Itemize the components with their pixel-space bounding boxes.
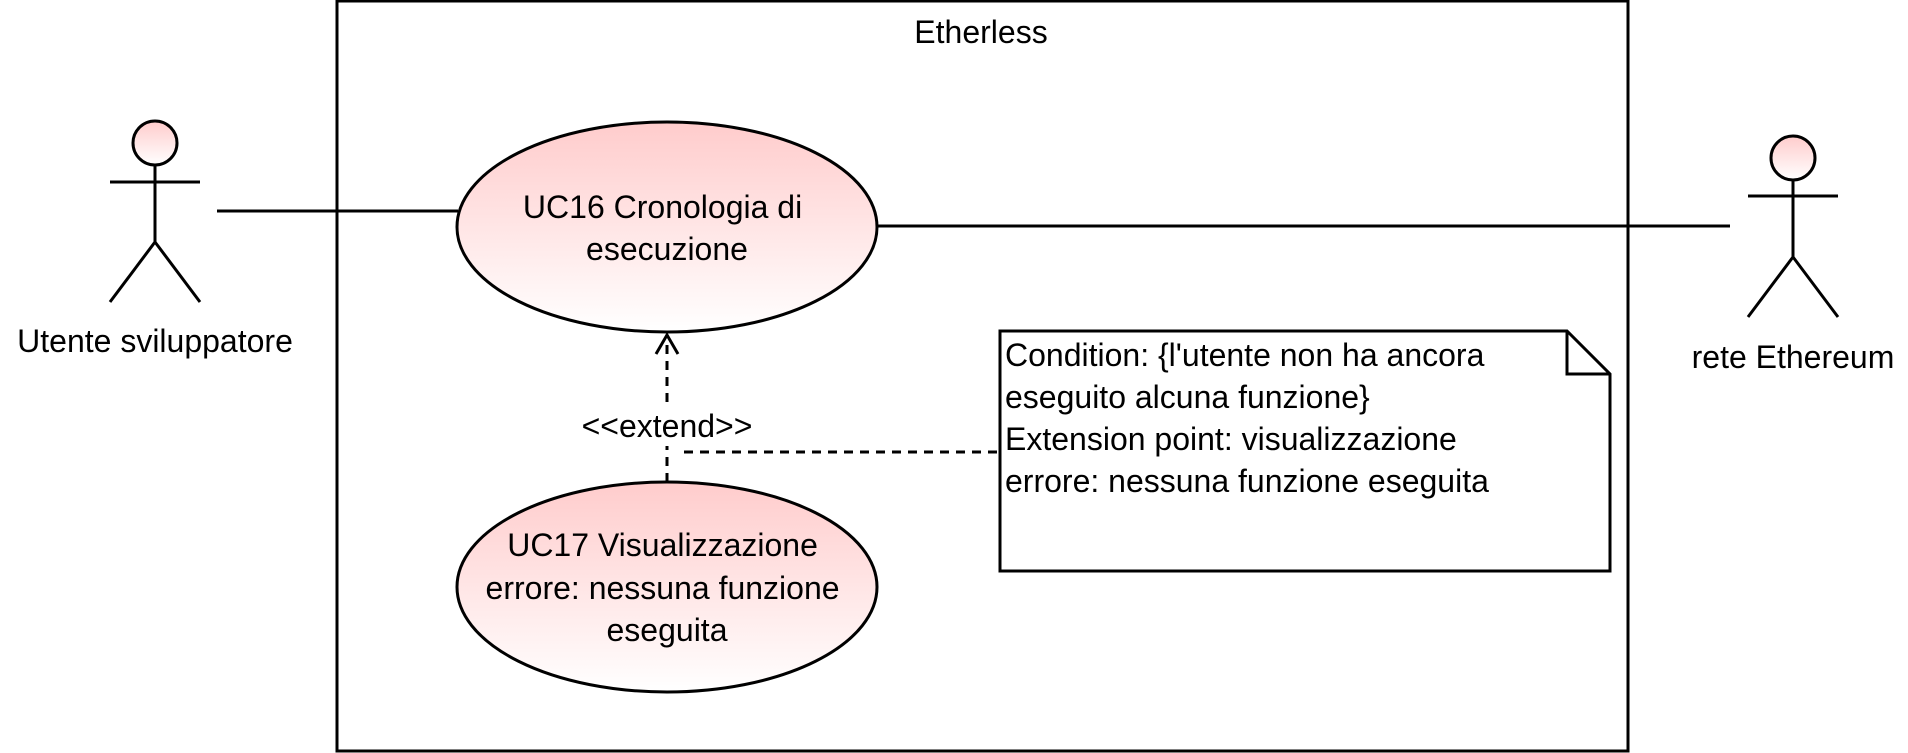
actor-developer <box>108 119 202 303</box>
use-case-uc16-line-1: UC16 Cronologia di <box>523 189 802 225</box>
actor-network <box>1746 134 1840 318</box>
extend-label: <<extend>> <box>582 408 753 444</box>
use-case-uc16 <box>455 120 879 334</box>
use-case-uc17-line-3: eseguita <box>607 612 728 648</box>
use-case-uc17-label: UC17 Visualizzazione errore: nessuna fun… <box>486 527 849 648</box>
use-case-uc16-label: UC16 Cronologia di esecuzione <box>523 189 811 267</box>
note-line-4: errore: nessuna funzione eseguita <box>1005 463 1489 499</box>
actor-developer-label: Utente sviluppatore <box>17 323 293 359</box>
note-box <box>998 329 1612 573</box>
actor-developer-head <box>131 119 179 167</box>
note-line-2: eseguito alcuna funzione} <box>1005 379 1370 415</box>
extend-label-bg <box>568 404 766 446</box>
system-title: Etherless <box>914 14 1047 50</box>
note-line-3: Extension point: visualizzazione <box>1005 421 1457 457</box>
actor-network-head <box>1769 134 1817 182</box>
use-case-uc17-line-1: UC17 Visualizzazione <box>507 527 818 563</box>
actor-network-label: rete Ethereum <box>1692 339 1895 375</box>
note-line-1: Condition: {l'utente non ha ancora <box>1005 337 1485 373</box>
note-fold <box>1565 331 1610 376</box>
use-case-uc17-line-2: errore: nessuna funzione <box>486 570 840 606</box>
extend-arrowhead <box>654 332 680 355</box>
note-text: Condition: {l'utente non ha ancora esegu… <box>1005 337 1493 499</box>
use-case-uc16-line-2: esecuzione <box>586 231 748 267</box>
